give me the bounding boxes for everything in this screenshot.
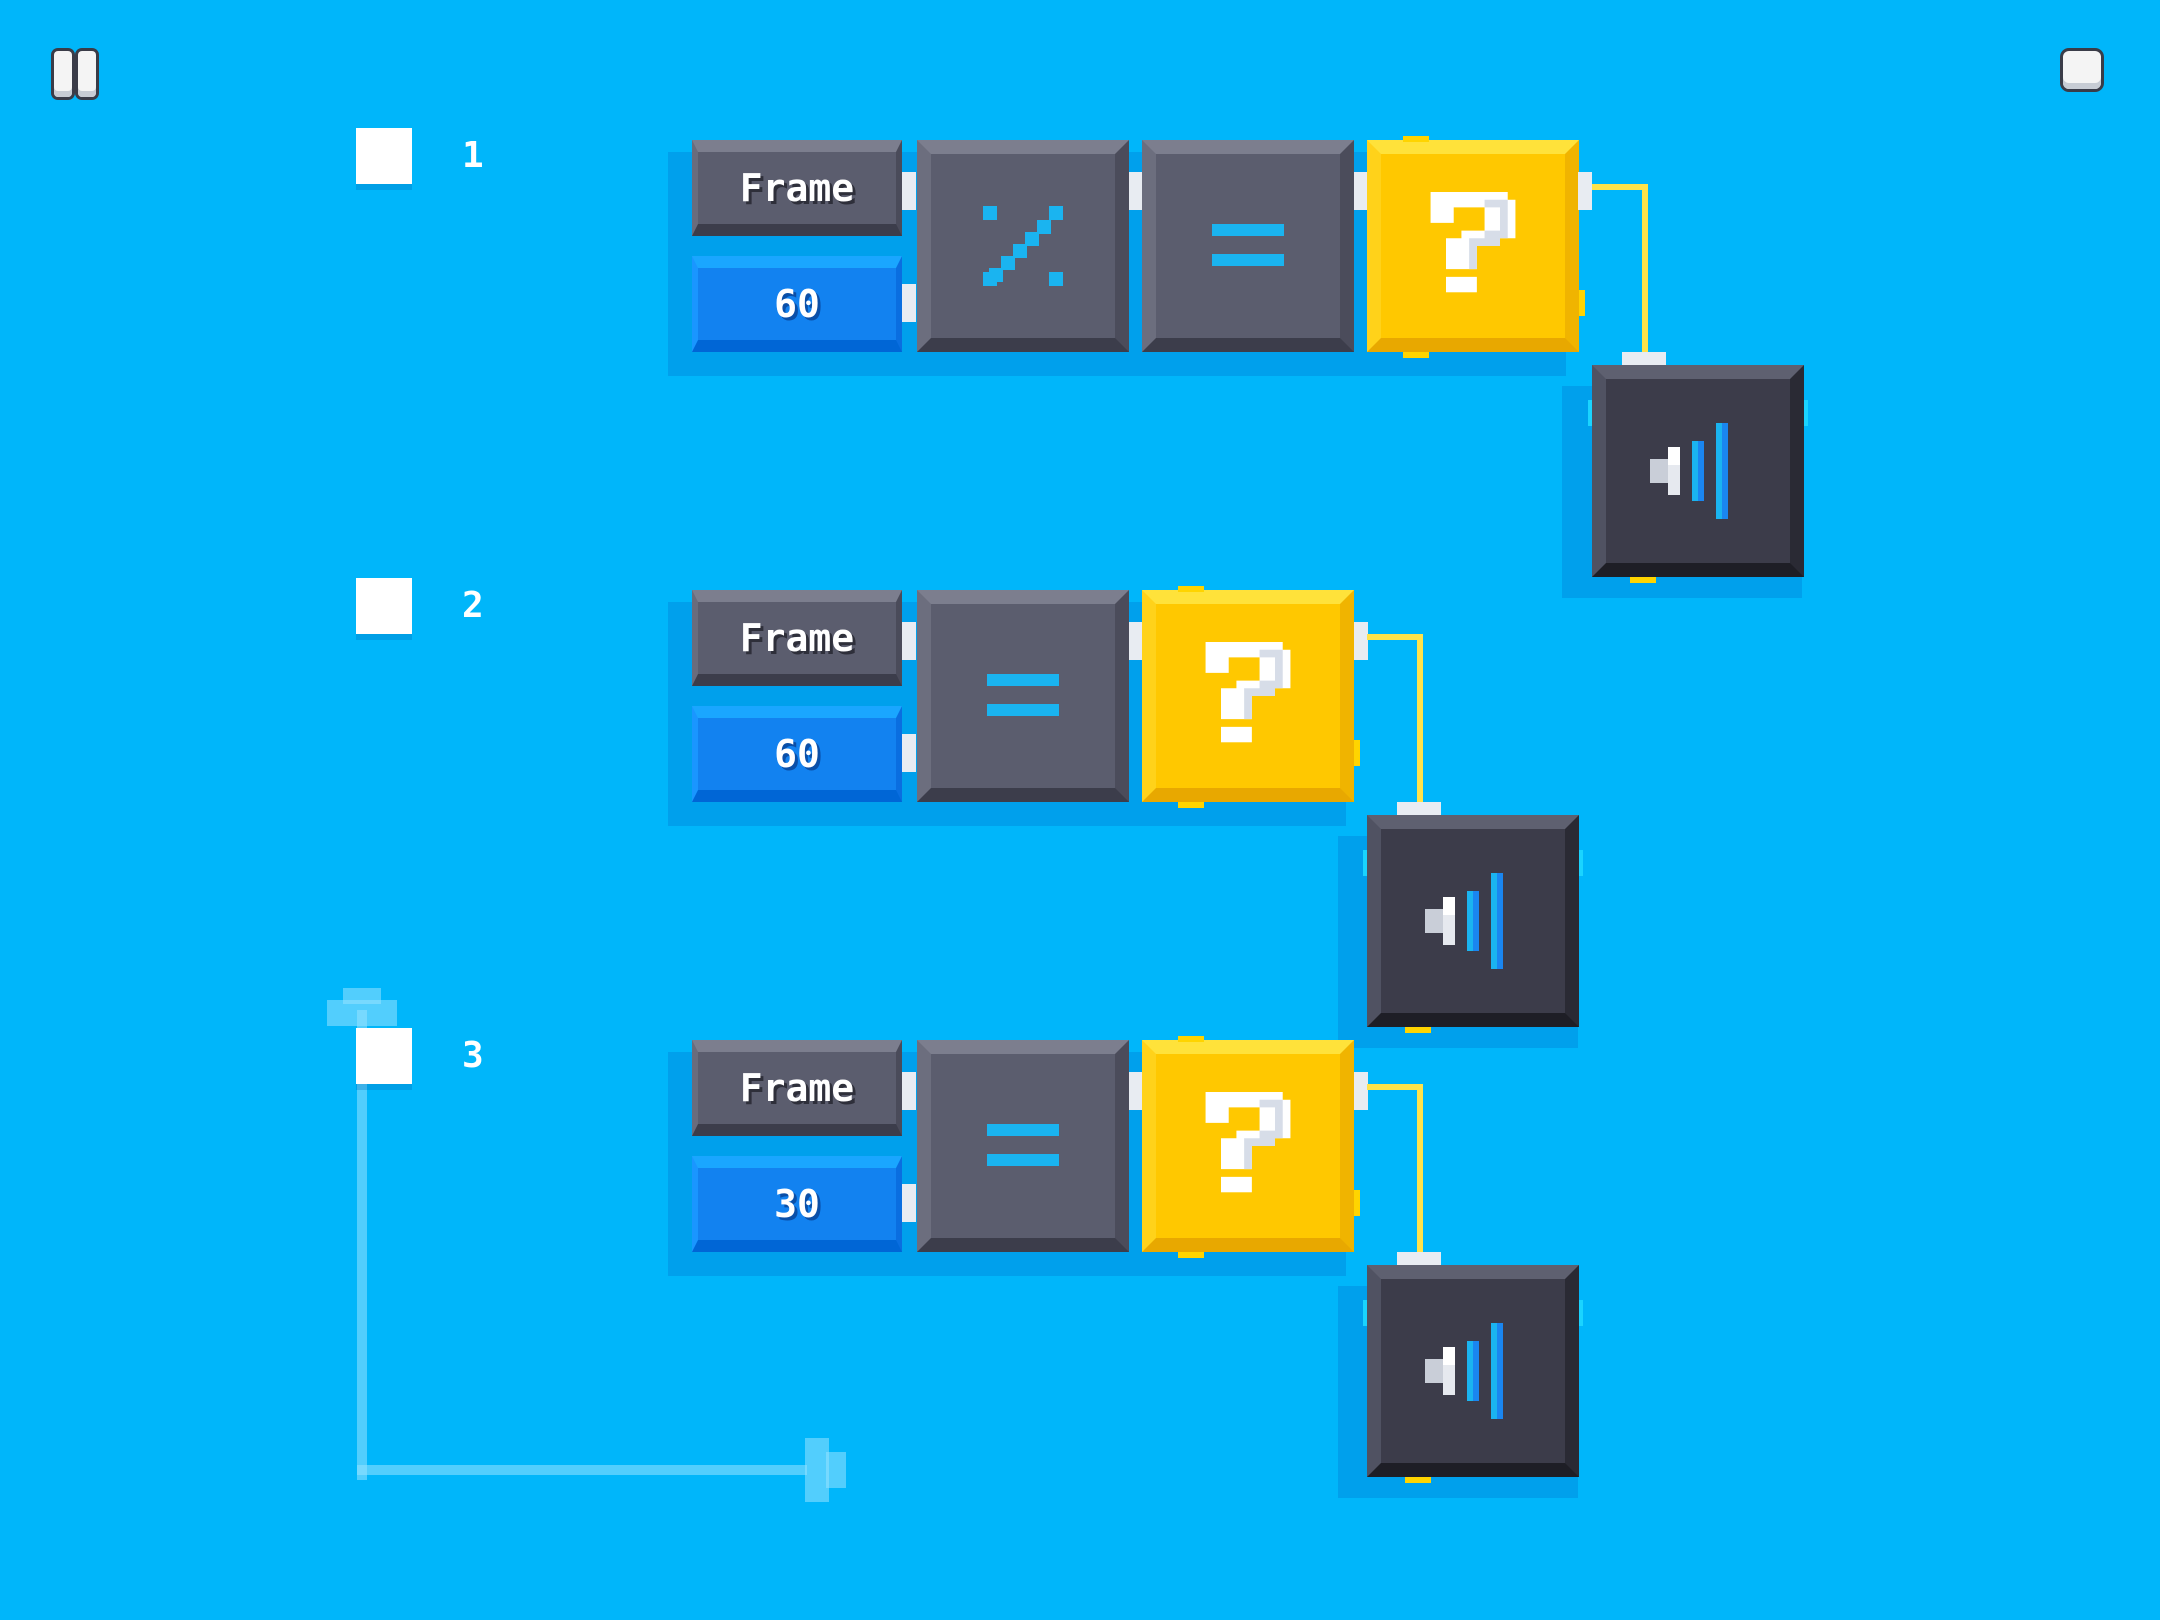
row-1-checkbox[interactable] xyxy=(356,128,412,184)
row-1-speaker-bottom-nub xyxy=(1630,577,1656,583)
row-2-condition-right-nub xyxy=(1354,740,1360,766)
row-3-value-port xyxy=(902,1184,916,1222)
row-2-wire-v xyxy=(1417,634,1423,804)
row-3-speaker-right-nub xyxy=(1579,1300,1583,1326)
row-3-speaker-port xyxy=(1397,1252,1441,1266)
row-2-condition-bottom-nub xyxy=(1178,802,1204,808)
row-2-frame-port xyxy=(902,622,916,660)
question-mark-icon xyxy=(1430,192,1516,293)
row-2-speaker-block[interactable] xyxy=(1367,815,1579,1027)
pause-button[interactable] xyxy=(54,51,100,97)
row-1-condition-bottom-nub xyxy=(1403,352,1429,358)
row-1-wire-v xyxy=(1642,184,1648,354)
question-mark-icon xyxy=(1205,1092,1291,1193)
row-2-checkbox[interactable] xyxy=(356,578,412,634)
guide-line-vertical xyxy=(357,1010,367,1480)
row-1-value-block[interactable]: 60 xyxy=(692,256,902,352)
row-3-frame-block[interactable]: Frame xyxy=(692,1040,902,1136)
row-2-speaker-left-nub xyxy=(1363,850,1367,876)
row-1-condition-right-nub xyxy=(1579,290,1585,316)
row-2-value-block[interactable]: 60 xyxy=(692,706,902,802)
row-3-condition-right-nub xyxy=(1354,1190,1360,1216)
equals-icon xyxy=(1212,224,1284,266)
row-2-condition-port xyxy=(1354,622,1368,660)
guide-arrow-up-tip xyxy=(343,988,381,1004)
percent-icon xyxy=(983,206,1063,286)
row-2-frame-block[interactable]: Frame xyxy=(692,590,902,686)
speaker-icon xyxy=(1425,1323,1503,1419)
row-2-speaker-port xyxy=(1397,802,1441,816)
row-1-modulo-block[interactable] xyxy=(917,140,1129,352)
row-3-speaker-bottom-nub xyxy=(1405,1477,1431,1483)
pause-icon xyxy=(54,51,72,97)
row-3-speaker-left-nub xyxy=(1363,1300,1367,1326)
speaker-icon xyxy=(1425,873,1503,969)
guide-line-horizontal xyxy=(357,1465,807,1475)
row-1-modulo-port xyxy=(1129,172,1143,210)
row-3-equals-port xyxy=(1129,1072,1143,1110)
row-3-condition-port xyxy=(1354,1072,1368,1110)
row-1-number: 1 xyxy=(462,135,484,176)
row-1-frame-block[interactable]: Frame xyxy=(692,140,902,236)
row-1-equals-block[interactable] xyxy=(1142,140,1354,352)
row-3-wire-v xyxy=(1417,1084,1423,1254)
row-3-condition-top-nub xyxy=(1178,1036,1204,1042)
question-mark-icon xyxy=(1205,642,1291,743)
row-2-equals-block[interactable] xyxy=(917,590,1129,802)
row-1-wire-h xyxy=(1592,184,1648,190)
row-3-condition-block[interactable] xyxy=(1142,1040,1354,1252)
row-1-speaker-right-nub xyxy=(1804,400,1808,426)
row-2-wire-h xyxy=(1367,634,1423,640)
row-3-checkbox[interactable] xyxy=(356,1028,412,1084)
row-1-value-port xyxy=(902,284,916,322)
row-2-speaker-bottom-nub xyxy=(1405,1027,1431,1033)
row-3-value-block[interactable]: 30 xyxy=(692,1156,902,1252)
row-2-equals-port xyxy=(1129,622,1143,660)
equals-icon xyxy=(987,1124,1059,1166)
row-3-condition-bottom-nub xyxy=(1178,1252,1204,1258)
row-3-frame-port xyxy=(902,1072,916,1110)
speaker-icon xyxy=(1650,423,1728,519)
guide-arrow-right-tip xyxy=(826,1452,846,1488)
row-3-speaker-block[interactable] xyxy=(1367,1265,1579,1477)
row-2-condition-block[interactable] xyxy=(1142,590,1354,802)
guide-arrow-right-base xyxy=(805,1438,829,1502)
row-1-condition-block[interactable] xyxy=(1367,140,1579,352)
guide-arrow-up-base xyxy=(327,1000,397,1026)
row-2-value-port xyxy=(902,734,916,772)
row-1-speaker-left-nub xyxy=(1588,400,1592,426)
row-1-condition-port xyxy=(1578,172,1592,210)
row-1-speaker-port xyxy=(1622,352,1666,366)
row-1-equals-port xyxy=(1354,172,1368,210)
row-2-condition-top-nub xyxy=(1178,586,1204,592)
stop-button[interactable] xyxy=(2063,51,2101,89)
row-1-speaker-block[interactable] xyxy=(1592,365,1804,577)
row-3-number: 3 xyxy=(462,1035,484,1076)
row-3-equals-block[interactable] xyxy=(917,1040,1129,1252)
row-2-number: 2 xyxy=(462,585,484,626)
row-1-condition-top-nub xyxy=(1403,136,1429,142)
pause-icon-bar xyxy=(78,51,96,97)
row-2-speaker-right-nub xyxy=(1579,850,1583,876)
equals-icon xyxy=(987,674,1059,716)
row-3-wire-h xyxy=(1367,1084,1423,1090)
row-1-frame-port xyxy=(902,172,916,210)
